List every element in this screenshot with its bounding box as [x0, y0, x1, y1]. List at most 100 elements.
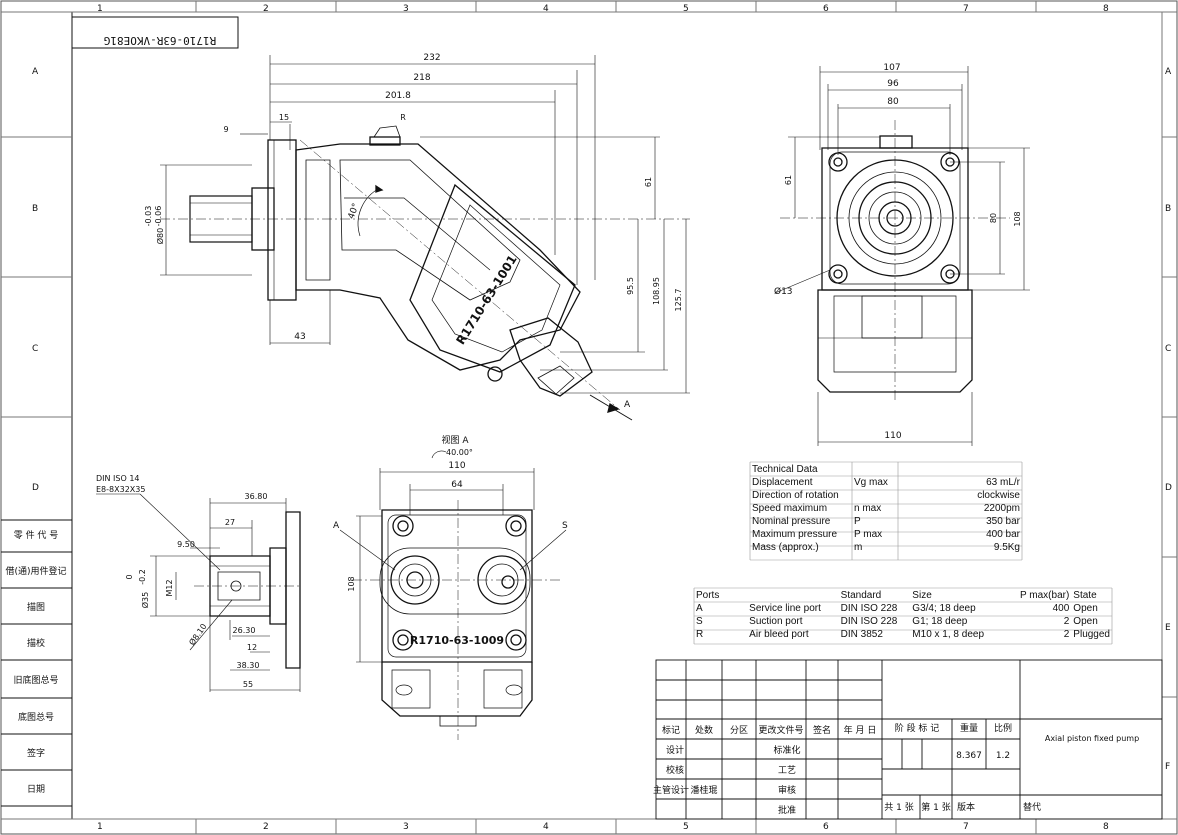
dim-shaft-tol-a: -0.03 — [144, 206, 153, 227]
replace-label: 替代 — [1023, 801, 1041, 813]
port-pressure: 2 — [1063, 629, 1070, 640]
dim-43: 43 — [294, 332, 305, 342]
port-standard: DIN ISO 228 — [840, 616, 898, 627]
dim-64: 64 — [451, 480, 463, 490]
table-row: S Suction port DIN ISO 228 G1; 18 deep 2… — [694, 615, 1112, 628]
tech-value: 9.5Kg — [993, 542, 1020, 553]
view-a-body-label: R1710-63-1009 — [410, 634, 504, 647]
dim-107: 107 — [883, 63, 900, 73]
dim-61: 61 — [644, 177, 653, 187]
tech-name: Direction of rotation — [752, 490, 839, 501]
dim-shaft-dia: Ø80 — [155, 228, 165, 244]
dim-26-30: 26.30 — [233, 626, 256, 635]
view-a-title: 视图 A — [441, 434, 469, 446]
port-state: Plugged — [1073, 629, 1110, 640]
row-a-right: A — [1165, 67, 1172, 77]
port-pressure: 400 — [1052, 603, 1070, 614]
dim-61-front: 61 — [784, 175, 793, 185]
col-5: 5 — [683, 4, 689, 14]
rev-mark: 标记 — [662, 724, 680, 736]
col-6: 6 — [823, 4, 829, 14]
tech-header-row: Technical Data — [750, 463, 1022, 476]
col-7: 7 — [963, 4, 969, 14]
dim-218: 218 — [413, 73, 430, 83]
rev-date: 年 月 日 — [844, 724, 877, 736]
dim-angle: 40° — [347, 202, 362, 220]
col-6-bottom: 6 — [823, 822, 829, 832]
col-4: 4 — [543, 4, 549, 14]
drawing-title: Axial piston fixed pump — [1045, 734, 1139, 743]
ports-table-grid — [693, 587, 1113, 645]
tech-value: 400 bar — [986, 529, 1020, 540]
rev-sign: 签名 — [813, 724, 831, 736]
col-2-bottom: 2 — [263, 822, 269, 832]
dim-80: 80 — [887, 97, 899, 107]
ports-header: Ports — [696, 590, 720, 601]
port-id: R — [696, 629, 704, 640]
table-row: A Service line port DIN ISO 228 G3/4; 18… — [694, 602, 1112, 615]
tech-symbol: Vg max — [854, 477, 888, 488]
dim-27: 27 — [225, 518, 235, 527]
label-old-base: 旧底图总号 — [13, 674, 58, 686]
tech-name: Displacement — [752, 477, 813, 488]
tech-name: Speed maximum — [752, 503, 828, 514]
dim-108-95: 108.95 — [652, 277, 661, 305]
row-b-right: B — [1165, 204, 1171, 214]
ports-header: State — [1073, 590, 1097, 601]
ports-header: Standard — [840, 590, 882, 601]
port-pressure: 2 — [1063, 616, 1070, 627]
port-standard: DIN 3852 — [840, 629, 883, 640]
tech-table-grid — [749, 461, 1023, 561]
ratio-value: 1.2 — [996, 751, 1010, 761]
dim-96: 96 — [887, 79, 899, 89]
dim-55: 55 — [243, 680, 253, 689]
row-c: C — [32, 344, 38, 354]
sheet-total: 共 1 张 — [884, 802, 913, 813]
tech-name: Mass (approx.) — [752, 542, 819, 553]
rev-count: 处数 — [695, 724, 713, 736]
dim-hole-13: Ø13 — [774, 286, 793, 297]
main-view-dimensions — [160, 55, 690, 394]
dim-m12: M12 — [165, 579, 174, 596]
dim-dia-35: Ø35 — [140, 592, 150, 608]
port-size: G1; 18 deep — [912, 616, 968, 627]
tech-header: Technical Data — [752, 464, 818, 475]
col-1-bottom: 1 — [97, 822, 103, 832]
dim-108-front: 108 — [1013, 211, 1022, 226]
spline-spec-1: DIN ISO 14 — [96, 474, 140, 483]
sheet-number: 第 1 张 — [921, 801, 950, 813]
port-size: M10 x 1, 8 deep — [912, 629, 985, 640]
port-id: A — [696, 603, 703, 614]
tech-value: 350 bar — [986, 516, 1020, 527]
dim-r: R — [400, 113, 406, 122]
label-standardization: 标准化 — [773, 744, 800, 756]
main-pump-view — [160, 125, 690, 421]
rev-doc: 更改文件号 — [758, 724, 803, 736]
tech-name: Nominal pressure — [752, 516, 831, 527]
port-label-s: S — [562, 521, 568, 531]
dim-95-5: 95.5 — [626, 277, 635, 295]
dim-201-8: 201.8 — [385, 91, 411, 101]
col-2: 2 — [263, 4, 269, 14]
port-label-a: A — [333, 521, 340, 531]
col-1: 1 — [97, 4, 103, 14]
dim-232: 232 — [423, 53, 440, 63]
code-box — [71, 16, 239, 49]
shaft-detail-dimensions — [96, 493, 301, 692]
port-standard: DIN ISO 228 — [840, 603, 898, 614]
row-f-right: F — [1165, 762, 1170, 772]
dim-dia-8-10: Ø8.10 — [187, 622, 209, 647]
row-design: 设计 — [666, 744, 684, 756]
technical-data-table: Technical Data Displacement Vg max 63 mL/r… — [750, 463, 1022, 554]
port-size: G3/4; 18 deep — [912, 603, 976, 614]
tech-value: 63 mL/r — [986, 477, 1020, 488]
port-state: Open — [1073, 616, 1098, 627]
ports-header: P max(bar) — [1020, 590, 1070, 601]
